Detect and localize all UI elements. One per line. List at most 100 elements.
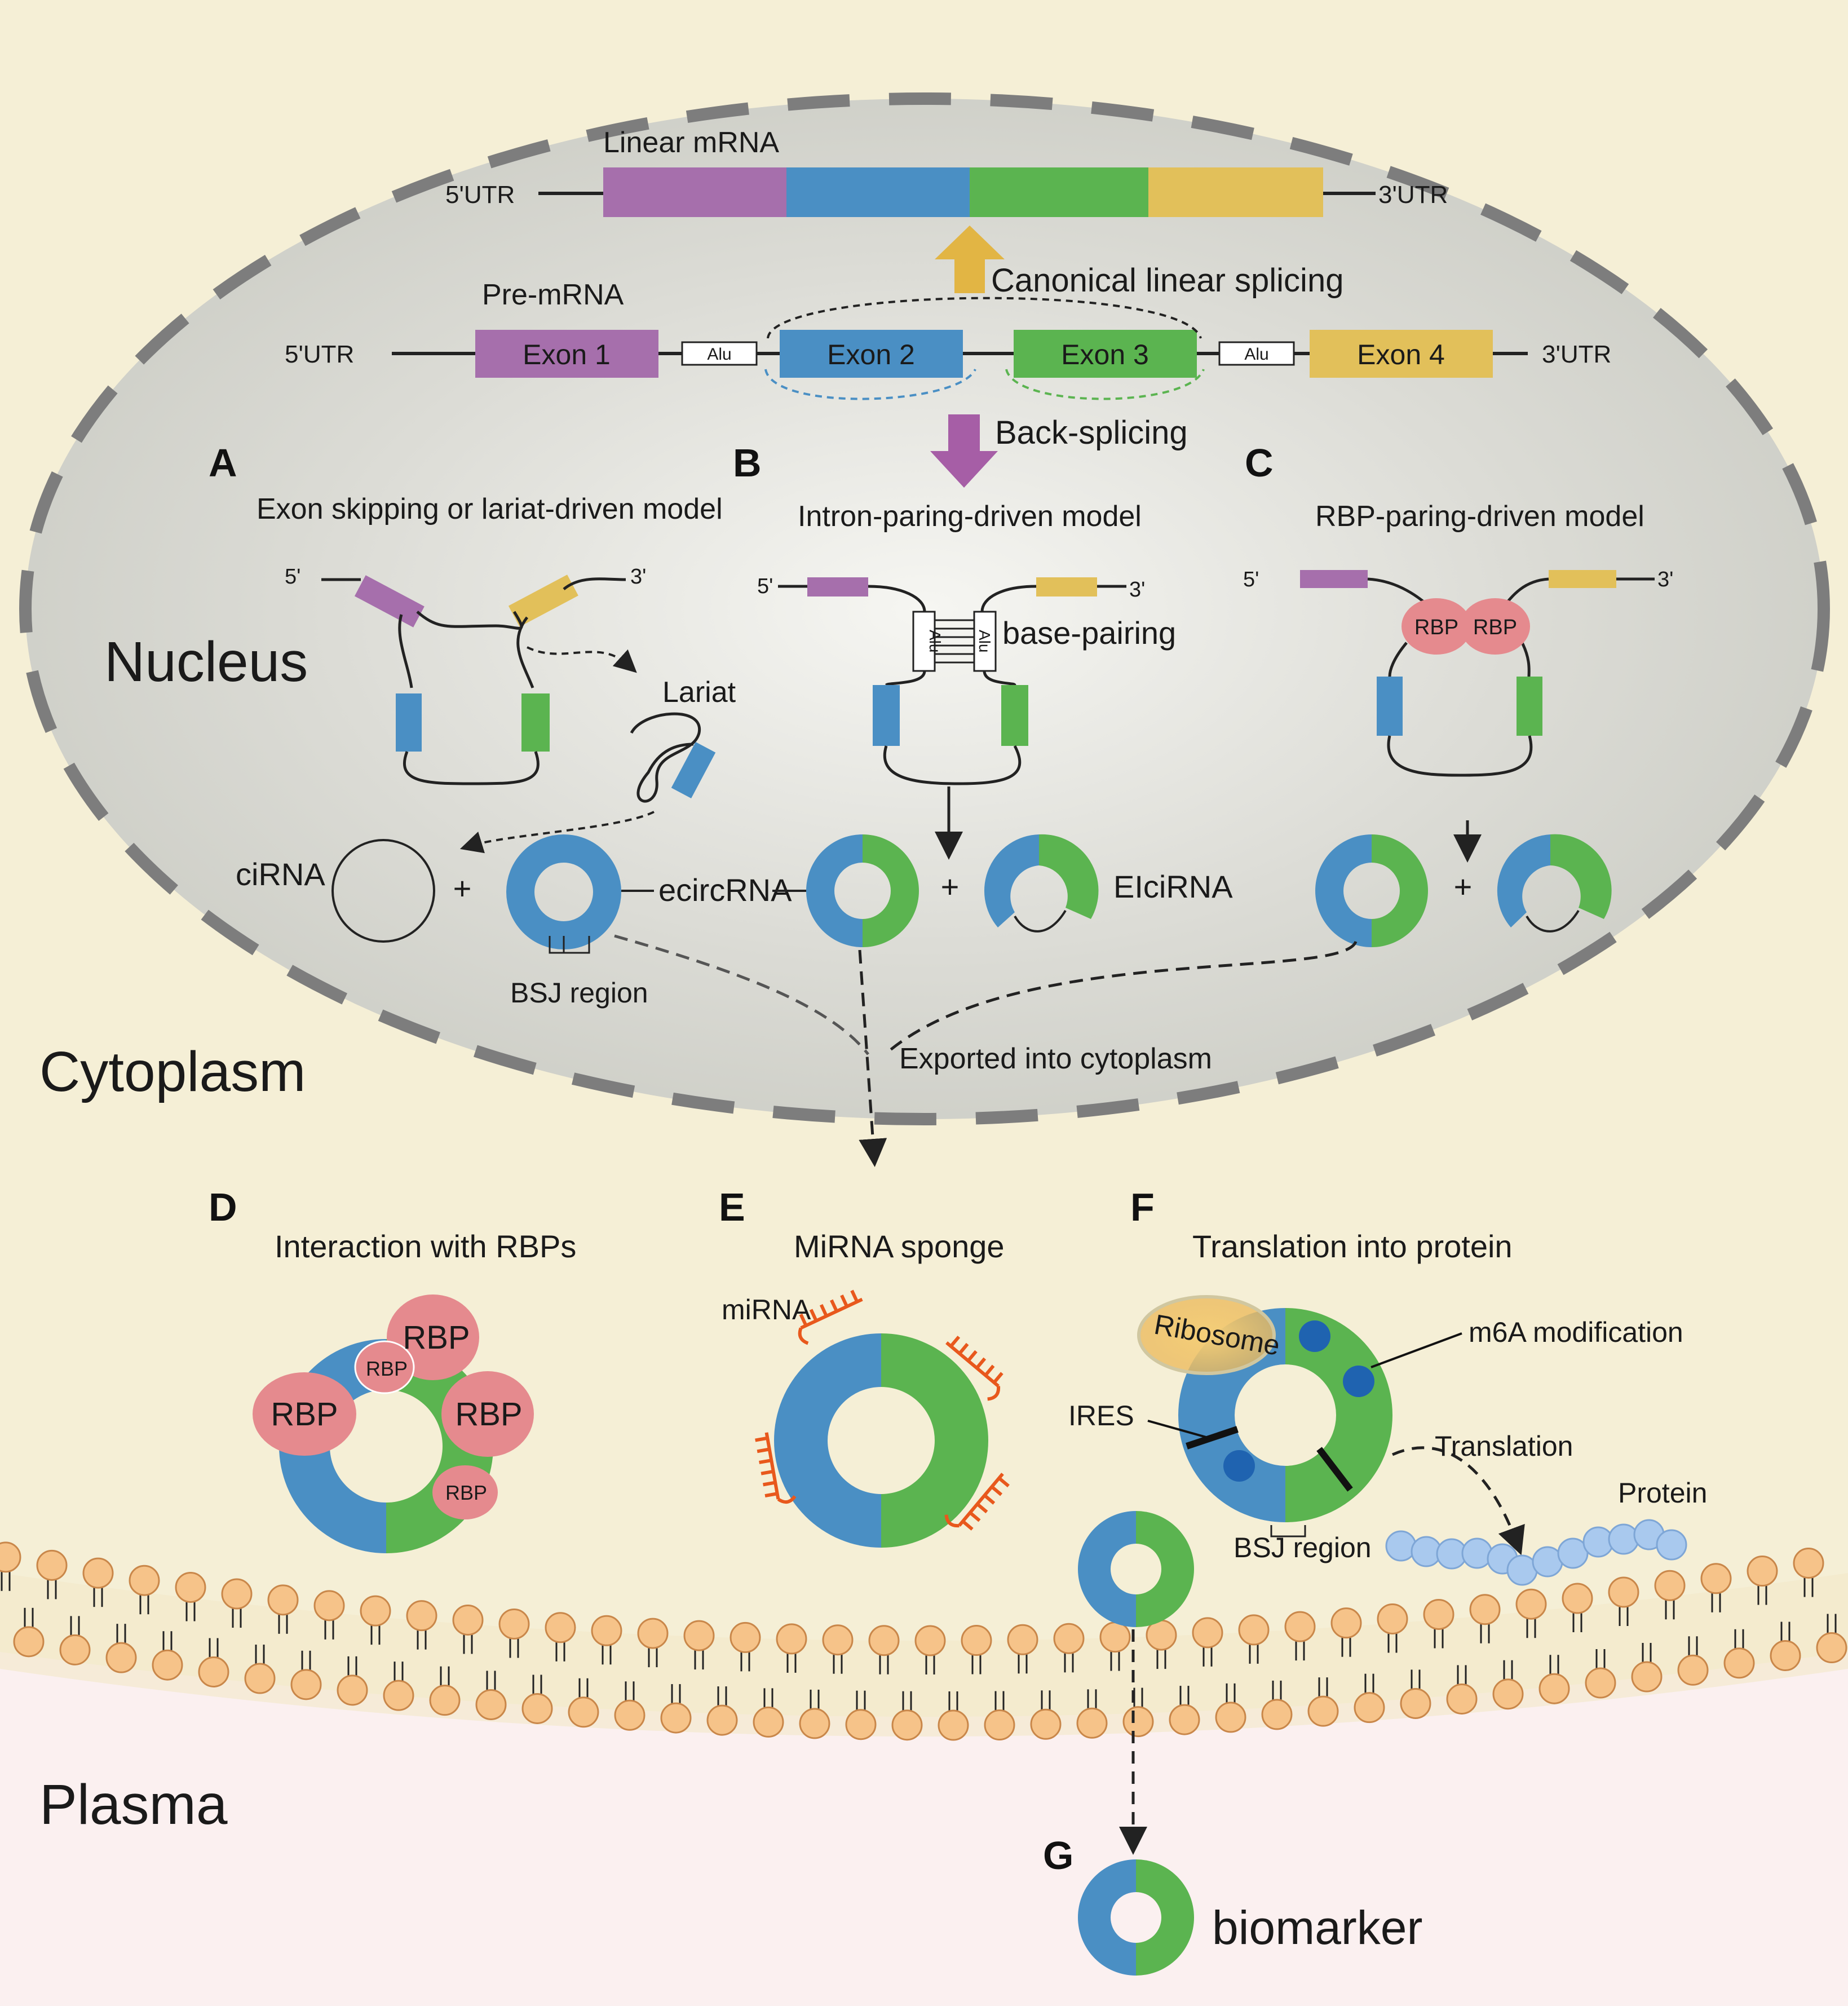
lipid-outer-7 [313, 1590, 345, 1640]
lipid-inner-2 [105, 1624, 137, 1673]
biomarker-ring [1078, 1859, 1194, 1976]
protein-chain [1385, 1519, 1687, 1586]
panel-d-rbp-1: RBP [403, 1319, 470, 1356]
lipid-inner-16 [753, 1688, 784, 1738]
ecircrna-label: ecircRNA [658, 872, 792, 908]
panel-a-five: 5' [285, 565, 300, 589]
panel-c-letter: C [1245, 441, 1274, 485]
lipid-outer-0 [0, 1541, 21, 1591]
lipid-inner-30 [1400, 1669, 1431, 1719]
lipid-outer-36 [1654, 1570, 1686, 1620]
exported-label: Exported into cytoplasm [899, 1042, 1212, 1075]
lipid-inner-6 [290, 1650, 322, 1700]
lipid-inner-20 [938, 1691, 969, 1741]
back-splicing-arrow [930, 414, 998, 488]
lipid-inner-27 [1261, 1680, 1293, 1730]
plasma-label: Plasma [39, 1773, 228, 1836]
plus-2: + [941, 869, 960, 904]
panel-a-three: 3' [630, 565, 646, 589]
m6a-label: m6A modification [1469, 1316, 1683, 1348]
lipid-inner-0 [13, 1607, 45, 1658]
lipid-outer-27 [1238, 1614, 1270, 1664]
lipid-inner-14 [660, 1684, 692, 1734]
cirna-circle [331, 839, 435, 943]
plasma-region [0, 1652, 1848, 2006]
lipid-outer-30 [1377, 1603, 1408, 1653]
lipid-outer-25 [1146, 1619, 1177, 1669]
lipid-outer-31 [1423, 1598, 1454, 1649]
lipid-outer-15 [683, 1620, 715, 1670]
pre-mrna-label: Pre-mRNA [482, 279, 624, 311]
lipid-inner-21 [984, 1691, 1015, 1741]
nucleus-label: Nucleus [104, 630, 308, 693]
lipid-outer-33 [1515, 1588, 1547, 1638]
panel-c-rbp-right: RBP [1473, 616, 1517, 639]
lipid-outer-35 [1608, 1576, 1639, 1626]
lipid-outer-9 [406, 1600, 437, 1650]
panel-b-alu-right: Alu [976, 630, 993, 652]
panel-a-structure [321, 575, 716, 854]
panel-c-rbp-left: RBP [1414, 616, 1458, 639]
membrane-circrna [1078, 1511, 1194, 1855]
panel-b-five: 5' [757, 575, 773, 598]
lipid-outer-17 [776, 1623, 807, 1673]
panel-f-title: Translation into protein [1192, 1229, 1513, 1264]
panel-b-title: Intron-paring-driven model [798, 500, 1142, 533]
lipid-outer-12 [545, 1612, 576, 1662]
lipid-outer-34 [1562, 1583, 1593, 1632]
cirna-label: ciRNA [236, 856, 325, 892]
lipid-inner-7 [337, 1656, 368, 1706]
lipid-inner-22 [1030, 1690, 1062, 1740]
panel-c-ecirc-ring [1315, 834, 1428, 947]
lipid-outer-28 [1284, 1611, 1316, 1661]
panel-e-title: MiRNA sponge [794, 1229, 1005, 1264]
lipid-outer-19 [868, 1625, 900, 1674]
lipid-inner-8 [383, 1662, 414, 1711]
lipid-outer-3 [129, 1565, 160, 1615]
ecircrna-ring [506, 834, 621, 954]
panel-b-structure [778, 577, 1126, 860]
lipid-inner-18 [845, 1690, 877, 1740]
lipid-inner-34 [1585, 1649, 1616, 1699]
lipid-inner-17 [799, 1689, 830, 1739]
panel-c-structure [1300, 570, 1655, 863]
lipid-inner-31 [1446, 1665, 1478, 1715]
linear-utr3-label: 3'UTR [1378, 181, 1448, 209]
lipid-outer-8 [360, 1595, 391, 1645]
lipid-outer-14 [637, 1618, 669, 1668]
lipid-outer-22 [1007, 1624, 1038, 1674]
bsj-label: BSJ region [510, 977, 648, 1009]
lipid-inner-28 [1307, 1677, 1339, 1727]
lipid-outer-26 [1192, 1617, 1223, 1667]
panel-d-rbp-5: RBP [445, 1481, 487, 1504]
alu-label-2: Alu [1244, 345, 1268, 364]
lipid-inner-26 [1215, 1683, 1246, 1733]
linear-utr5-label: 5'UTR [445, 181, 515, 209]
lariat-label: Lariat [662, 676, 736, 709]
pre-utr3-label: 3'UTR [1542, 341, 1611, 368]
panel-f-ring [1137, 1295, 1525, 1556]
lipid-outer-37 [1700, 1563, 1732, 1612]
panel-f-bsj-label: BSJ region [1234, 1532, 1372, 1563]
ecircrna-b-ring [806, 834, 919, 947]
mirna-label: miRNA [722, 1294, 811, 1325]
lipid-inner-36 [1677, 1636, 1709, 1686]
panel-c-five: 5' [1243, 568, 1259, 591]
lipid-inner-32 [1492, 1660, 1524, 1710]
base-pairing-label: base-pairing [1002, 615, 1176, 651]
lipid-outer-2 [82, 1557, 114, 1607]
lipid-inner-35 [1631, 1643, 1663, 1693]
lipid-inner-39 [1816, 1614, 1847, 1664]
cytoplasm-label: Cytoplasm [39, 1040, 306, 1103]
lipid-inner-1 [59, 1616, 91, 1665]
lipid-outer-1 [36, 1549, 68, 1600]
lipid-inner-23 [1076, 1689, 1108, 1739]
export-path-left [614, 934, 869, 1055]
exon3-splice-arc [1005, 369, 1205, 400]
panel-e-ring [774, 1333, 988, 1548]
panel-d-letter: D [209, 1185, 237, 1229]
lipid-inner-33 [1538, 1655, 1570, 1704]
biomarker-label: biomarker [1212, 1901, 1422, 1954]
export-path-center [858, 949, 887, 1167]
